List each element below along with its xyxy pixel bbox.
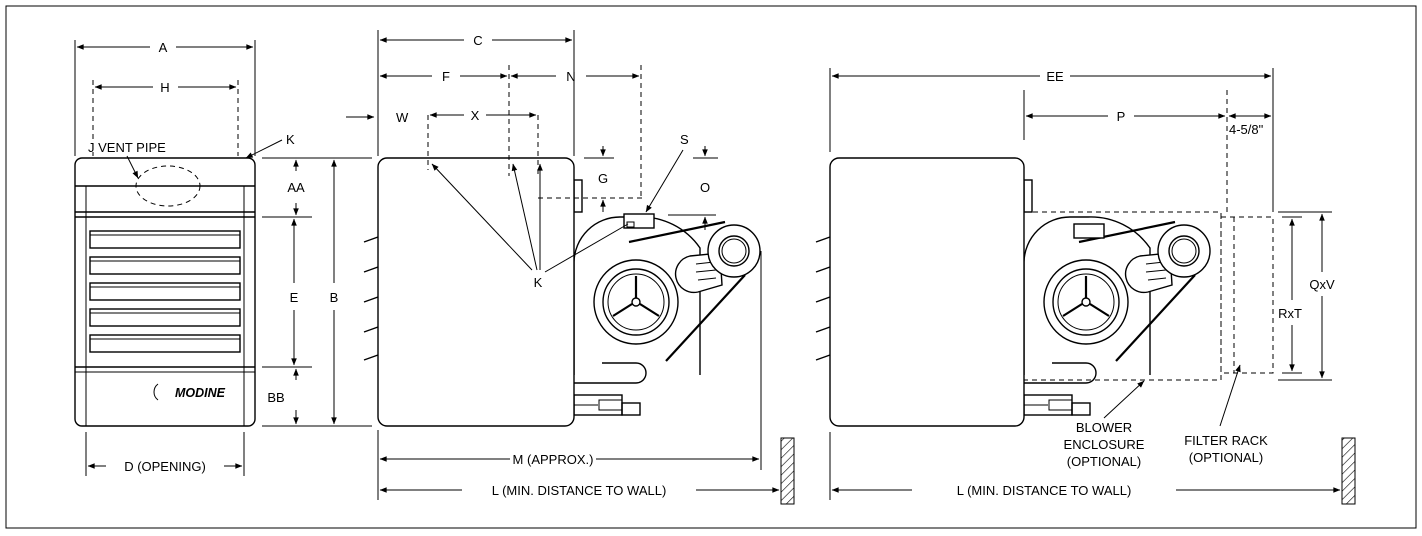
louvers [89,230,241,353]
side-view: C F N W X K S G O [346,30,795,505]
dim-label-n: N [566,69,575,84]
dim-label-l-options: L (MIN. DISTANCE TO WALL) [957,483,1132,498]
dim-label-b: B [330,290,339,305]
label-s: S [680,132,689,147]
dim-label-g: G [598,171,608,186]
blower-housing-2 [1023,216,1151,375]
filter-rack-optional [1220,216,1274,374]
dim-label-bb: BB [267,390,284,405]
motor-pulley-2 [1157,224,1211,278]
wall-2-hatch [1342,438,1355,504]
logo-swoosh-icon [153,383,159,401]
dim-label-m: M (APPROX.) [513,452,594,467]
front-view: MODINE A H J VENT PIPE K AA E B [74,40,372,476]
dim-label-w: W [396,110,409,125]
dim-label-x: X [471,108,480,123]
dim-label-rxt: RxT [1278,306,1302,321]
dim-label-offset: 4-5/8" [1229,122,1264,137]
dim-label-qxv: QxV [1309,277,1335,292]
dim-label-f: F [442,69,450,84]
side-housing [377,157,575,427]
label-j-vent-pipe: J VENT PIPE [88,140,166,155]
dim-label-aa: AA [287,180,305,195]
label-k-front: K [286,132,295,147]
dim-label-c: C [473,33,482,48]
blower-wheel [593,259,679,345]
dim-label-d-opening: D (OPENING) [124,459,206,474]
label-k-side: K [534,275,543,290]
callout-blower-line1: BLOWER [1076,420,1132,435]
callout-blower-line2: ENCLOSURE [1064,437,1145,452]
dim-label-h: H [160,80,169,95]
dim-label-a: A [159,40,168,55]
front-housing [74,157,256,427]
dim-label-l-side: L (MIN. DISTANCE TO WALL) [492,483,667,498]
vent-pipe-outline [135,165,201,207]
side-housing-2 [829,157,1025,427]
side-view-with-options: EE P 4-5/8" QxV RxT BLOWER ENCLOSURE (OP… [815,68,1356,505]
brand-logo: MODINE [175,386,226,400]
blower-housing [573,216,701,375]
callout-filter-line1: FILTER RACK [1184,433,1268,448]
dim-label-o: O [700,180,710,195]
dim-label-p: P [1117,109,1126,124]
callout-filter-line2: (OPTIONAL) [1189,450,1263,465]
callout-blower-line3: (OPTIONAL) [1067,454,1141,469]
page-frame [5,5,1417,529]
dim-label-ee: EE [1046,69,1064,84]
blower-wheel-2 [1043,259,1129,345]
motor-pulley [707,224,761,278]
dim-label-e: E [290,290,299,305]
wall-1-hatch [781,438,794,504]
